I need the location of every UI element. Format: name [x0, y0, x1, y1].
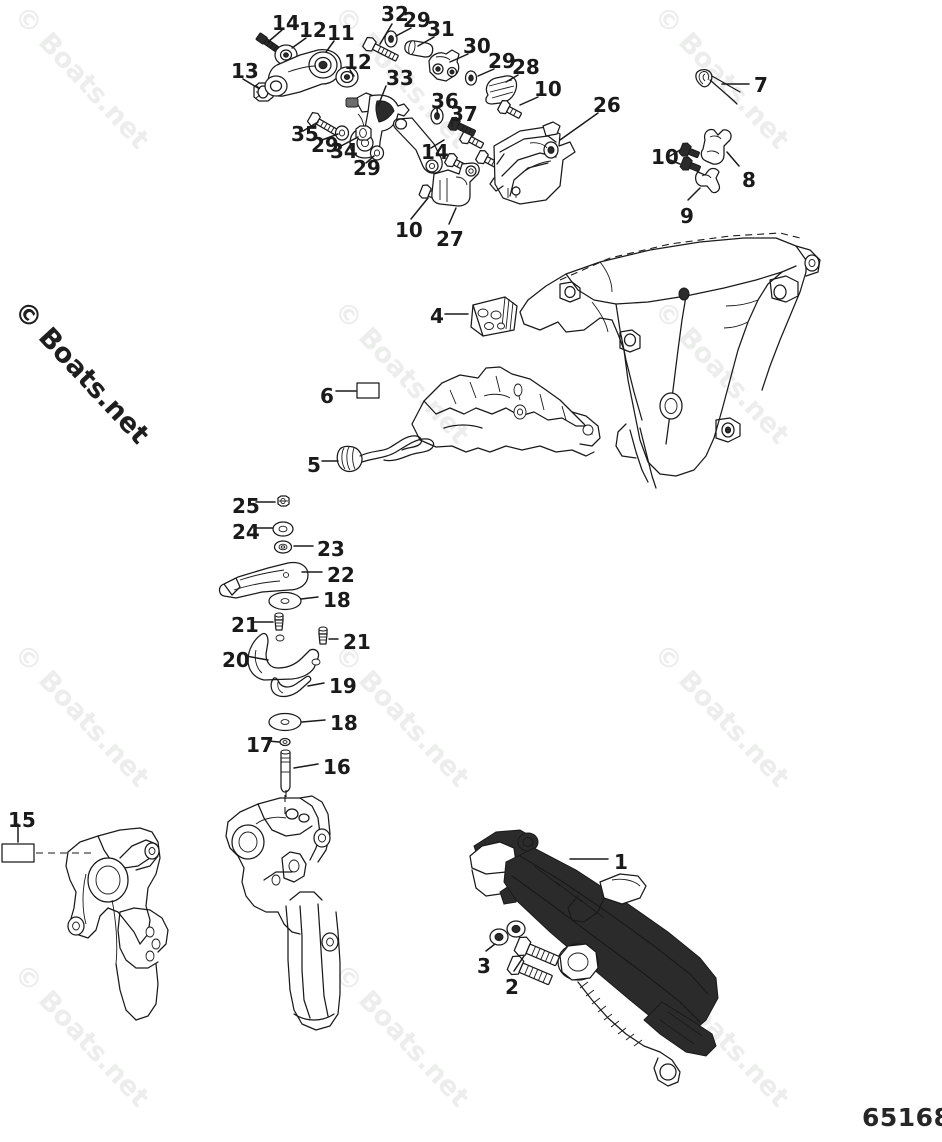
callout-22[interactable]: 22 — [327, 563, 355, 587]
callout-12[interactable]: 12 — [344, 50, 372, 74]
part-10-screw-g — [679, 156, 701, 173]
callout-14[interactable]: 14 — [421, 140, 449, 164]
callout-35[interactable]: 35 — [291, 122, 319, 146]
callout-1[interactable]: 1 — [614, 850, 628, 874]
part-2-bolt-a — [513, 936, 560, 967]
transom-frame-assembly — [519, 232, 821, 489]
callout-21[interactable]: 21 — [231, 613, 259, 637]
callout-19[interactable]: 19 — [329, 674, 357, 698]
callout-30[interactable]: 30 — [463, 34, 491, 58]
part-21-screw-right — [318, 626, 328, 645]
part-31-pin — [404, 40, 434, 58]
part-23-washer — [273, 540, 293, 554]
part-2-bolt-b — [506, 955, 553, 986]
part-10-screw-f — [678, 142, 700, 159]
leader-lines — [242, 23, 750, 972]
part-5-plug — [336, 435, 435, 473]
part-11-lever — [264, 48, 342, 97]
callout-29[interactable]: 29 — [403, 8, 431, 32]
callout-29[interactable]: 29 — [353, 156, 381, 180]
part-4-pad — [470, 296, 518, 337]
part-26-shift-bracket — [489, 121, 576, 205]
callout-7[interactable]: 7 — [754, 73, 768, 97]
mid-housing — [411, 366, 601, 457]
part-7-cotter-pin — [695, 68, 741, 105]
callout-10[interactable]: 10 — [651, 145, 679, 169]
part-15-decal — [1, 843, 35, 863]
callout-15[interactable]: 15 — [8, 808, 36, 832]
part-12-bushing-left — [274, 44, 298, 66]
callout-29[interactable]: 29 — [311, 133, 339, 157]
part-25-nut — [277, 495, 290, 507]
callout-31[interactable]: 31 — [427, 17, 455, 41]
part-10-screw-a — [497, 99, 522, 119]
part-34-nut — [355, 125, 372, 141]
callout-21[interactable]: 21 — [343, 630, 371, 654]
callout-6[interactable]: 6 — [320, 384, 334, 408]
callout-14[interactable]: 14 — [272, 11, 300, 35]
callout-33[interactable]: 33 — [386, 66, 414, 90]
callout-10[interactable]: 10 — [534, 77, 562, 101]
callout-9[interactable]: 9 — [680, 204, 694, 228]
part-12-bushing-right — [335, 66, 359, 88]
swivel-bracket-left — [65, 827, 169, 1021]
part-19-clip — [270, 675, 312, 698]
part-9-clip — [694, 167, 721, 194]
callout-18[interactable]: 18 — [323, 588, 351, 612]
callout-23[interactable]: 23 — [317, 537, 345, 561]
part-6-decal — [356, 382, 380, 399]
part-10-screw-d — [444, 152, 469, 172]
part-17-bushing — [279, 737, 291, 747]
part-14-link-bar — [392, 117, 443, 174]
callout-4[interactable]: 4 — [430, 304, 444, 328]
part-30-bracket — [428, 49, 460, 82]
part-22-lever — [218, 561, 309, 599]
gearcase-housing-center — [225, 790, 341, 1031]
part-1-tiller-handle — [469, 829, 719, 1087]
callout-5[interactable]: 5 — [307, 453, 321, 477]
diagram-number: 65168 — [862, 1103, 942, 1132]
part-28-spring — [485, 75, 518, 105]
part-29-washer-a — [334, 125, 350, 141]
callout-26[interactable]: 26 — [593, 93, 621, 117]
callout-13[interactable]: 13 — [231, 59, 259, 83]
callout-12[interactable]: 12 — [299, 18, 327, 42]
part-24-washer — [272, 521, 294, 537]
callout-24[interactable]: 24 — [232, 520, 260, 544]
part-18-washer-upper — [268, 591, 302, 611]
callout-32[interactable]: 32 — [381, 2, 409, 26]
part-29-washer-d — [464, 70, 478, 86]
callout-2[interactable]: 2 — [505, 975, 519, 999]
part-29-washer-c — [384, 30, 398, 48]
part-37-bolt — [447, 116, 476, 137]
callout-3[interactable]: 3 — [477, 954, 491, 978]
part-16-pin — [280, 749, 291, 818]
callout-36[interactable]: 36 — [431, 89, 459, 113]
part-3-washer-b — [506, 920, 526, 938]
part-20-shoe — [247, 632, 321, 681]
part-27-bracket — [431, 162, 480, 207]
callout-16[interactable]: 16 — [323, 755, 351, 779]
callout-29[interactable]: 29 — [488, 49, 516, 73]
callout-8[interactable]: 8 — [742, 168, 756, 192]
callout-17[interactable]: 17 — [246, 733, 274, 757]
part-32-bolt — [362, 36, 399, 62]
callout-34[interactable]: 34 — [330, 139, 358, 163]
part-21-screw-left — [274, 612, 284, 631]
callout-10[interactable]: 10 — [395, 218, 423, 242]
part-3-washer-a — [489, 928, 509, 946]
part-36-washer — [430, 107, 444, 125]
part-18-washer-lower — [268, 712, 302, 732]
part-8-bracket — [700, 128, 732, 165]
callout-18[interactable]: 18 — [330, 711, 358, 735]
callout-25[interactable]: 25 — [232, 494, 260, 518]
callout-20[interactable]: 20 — [222, 648, 250, 672]
callout-11[interactable]: 11 — [327, 21, 355, 45]
callout-28[interactable]: 28 — [512, 55, 540, 79]
callout-27[interactable]: 27 — [436, 227, 464, 251]
callout-37[interactable]: 37 — [450, 102, 478, 126]
